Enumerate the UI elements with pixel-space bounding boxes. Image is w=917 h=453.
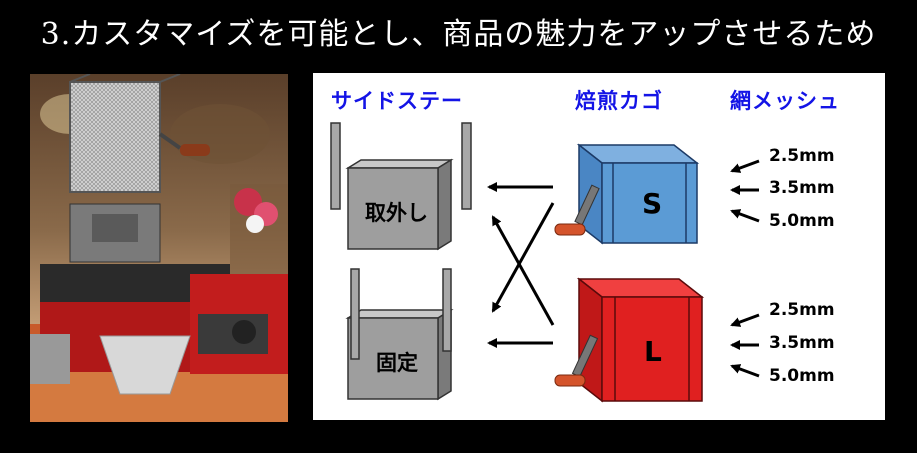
mesh-small-3: 5.0mm <box>769 211 835 231</box>
mesh-large-3: 5.0mm <box>769 366 835 386</box>
mesh-arrows-large <box>730 313 760 378</box>
mesh-large-2: 3.5mm <box>769 333 835 353</box>
mesh-header: 網メッシュ <box>730 89 840 113</box>
mesh-small-2: 3.5mm <box>769 178 835 198</box>
roast-basket-header: 焙煎カゴ <box>575 89 663 113</box>
arrow-l-to-removable <box>491 215 555 326</box>
large-basket-label: L <box>644 335 662 368</box>
product-photo <box>30 74 288 422</box>
diagram-panel: サイドステー 焙煎カゴ 網メッシュ <box>313 73 885 420</box>
fixed-label: 固定 <box>376 351 418 375</box>
stay-left-fixed <box>350 268 360 360</box>
small-basket <box>554 143 700 245</box>
mesh-arrows-small <box>730 159 760 223</box>
removable-box <box>330 122 472 251</box>
mesh-small-1: 2.5mm <box>769 146 835 166</box>
diagram-graphics <box>330 122 760 403</box>
fixed-box <box>345 268 454 401</box>
stay-right-fixed <box>442 268 452 352</box>
small-basket-label: S <box>642 187 663 220</box>
side-stay-header: サイドステー <box>331 89 463 113</box>
removable-label: 取外し <box>365 201 428 225</box>
arrow-s-to-fixed <box>491 202 555 313</box>
slide-title: 3.カスタマイズを可能とし、商品の魅力をアップさせるため <box>40 17 877 52</box>
large-basket <box>554 277 705 403</box>
stay-right-removable <box>461 122 472 210</box>
mesh-large-1: 2.5mm <box>769 300 835 320</box>
arrows <box>487 182 555 348</box>
stay-left-removable <box>330 122 341 210</box>
